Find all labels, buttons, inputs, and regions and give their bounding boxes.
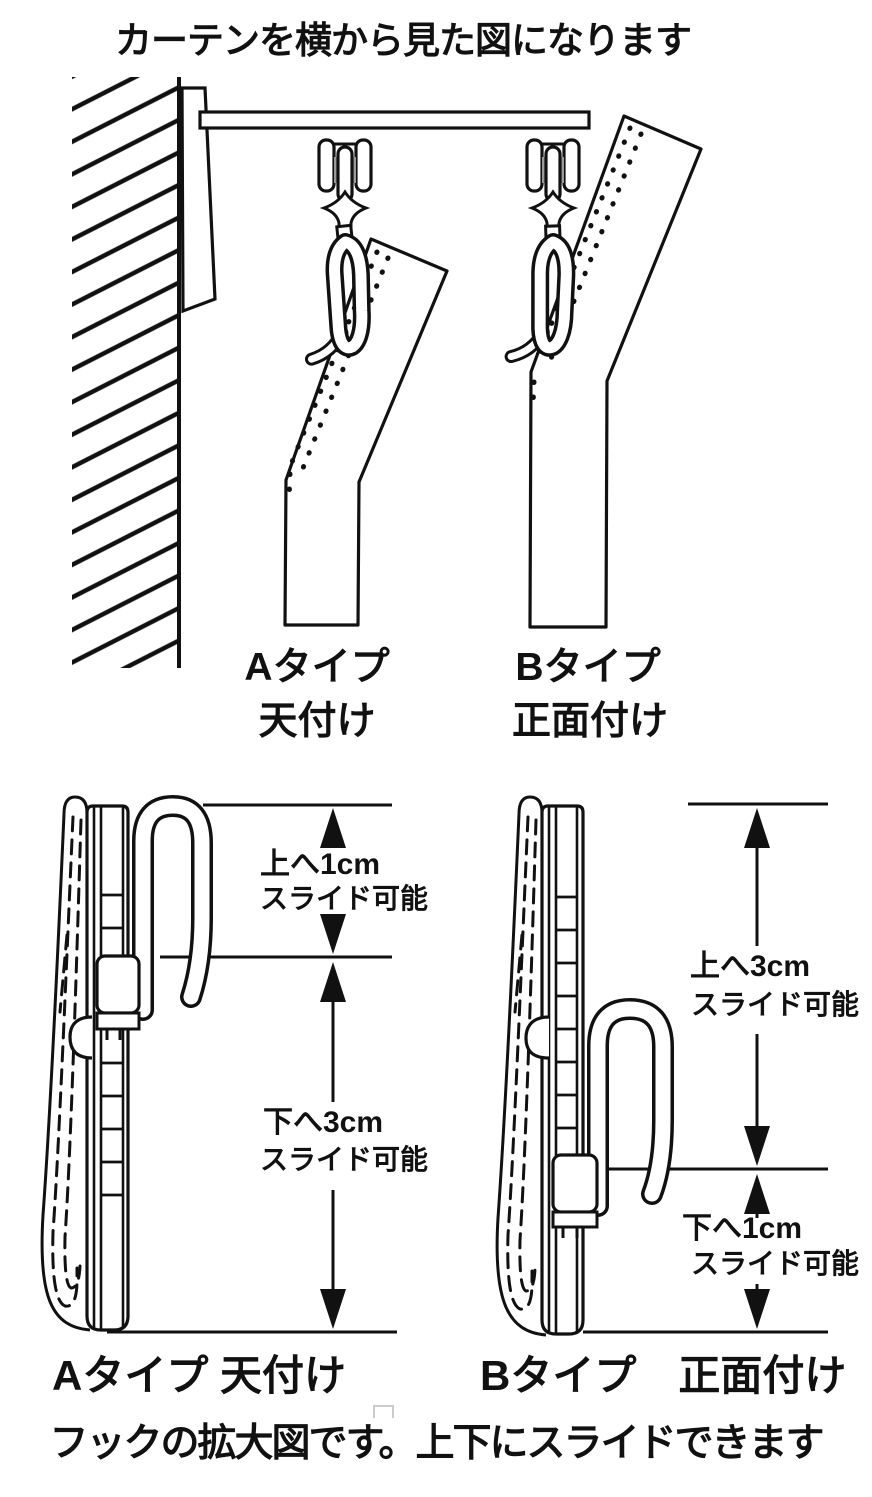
hook-a-caption: Aタイプ 天付け [52,1352,347,1399]
wall [72,77,181,668]
hook-b-arrows [744,808,770,1329]
runner-b [507,138,581,357]
type-a-label: Aタイプ [244,646,390,689]
runner-a [298,138,371,359]
hook-b-enlarged [551,998,674,1238]
hook-a-fabric [40,795,91,1332]
type-a-mount-label: 天付け [258,700,376,743]
stray-artifact [373,1405,394,1418]
hook-b-caption: Bタイプ 正面付け [480,1352,847,1399]
hook-a-slide-down-value: 下へ3cm [262,1106,384,1139]
type-b-mount-label: 正面付け [511,700,668,743]
bottom-caption: フックの拡大図です。上下にスライドできます [49,1422,824,1465]
diagram-title: カーテンを横から見た図になります [115,20,692,61]
hook-b-slide-down-note: スライド可能 [690,1248,859,1279]
hook-a-slide-up-note: スライド可能 [259,883,428,914]
hook-a-arrows [320,808,346,1329]
hook-b-button [524,1015,550,1060]
hook-a-button [68,1015,93,1060]
hook-b-slider [551,1153,599,1214]
hook-b-fabric [495,795,547,1337]
hook-a-slide-up-value: 上へ1cm [259,848,381,881]
hook-b-slide-up-note: スライド可能 [690,989,859,1020]
hook-b-tape [524,804,585,1336]
curtain-a [283,237,449,627]
type-b-label: Bタイプ [515,646,661,689]
hook-a-tape [68,804,130,1332]
curtain-rail [198,110,591,130]
hook-b-slide-up-value: 上へ3cm [689,950,811,983]
hook-a-slider [95,954,141,1015]
rail-bracket [180,86,217,314]
hook-b-slide-down-value: 下へ1cm [681,1212,803,1245]
hook-a-slide-down-note: スライド可能 [259,1144,428,1175]
hook-a-enlarged [95,795,213,1040]
hook-b-dimension-lines [583,802,828,1334]
